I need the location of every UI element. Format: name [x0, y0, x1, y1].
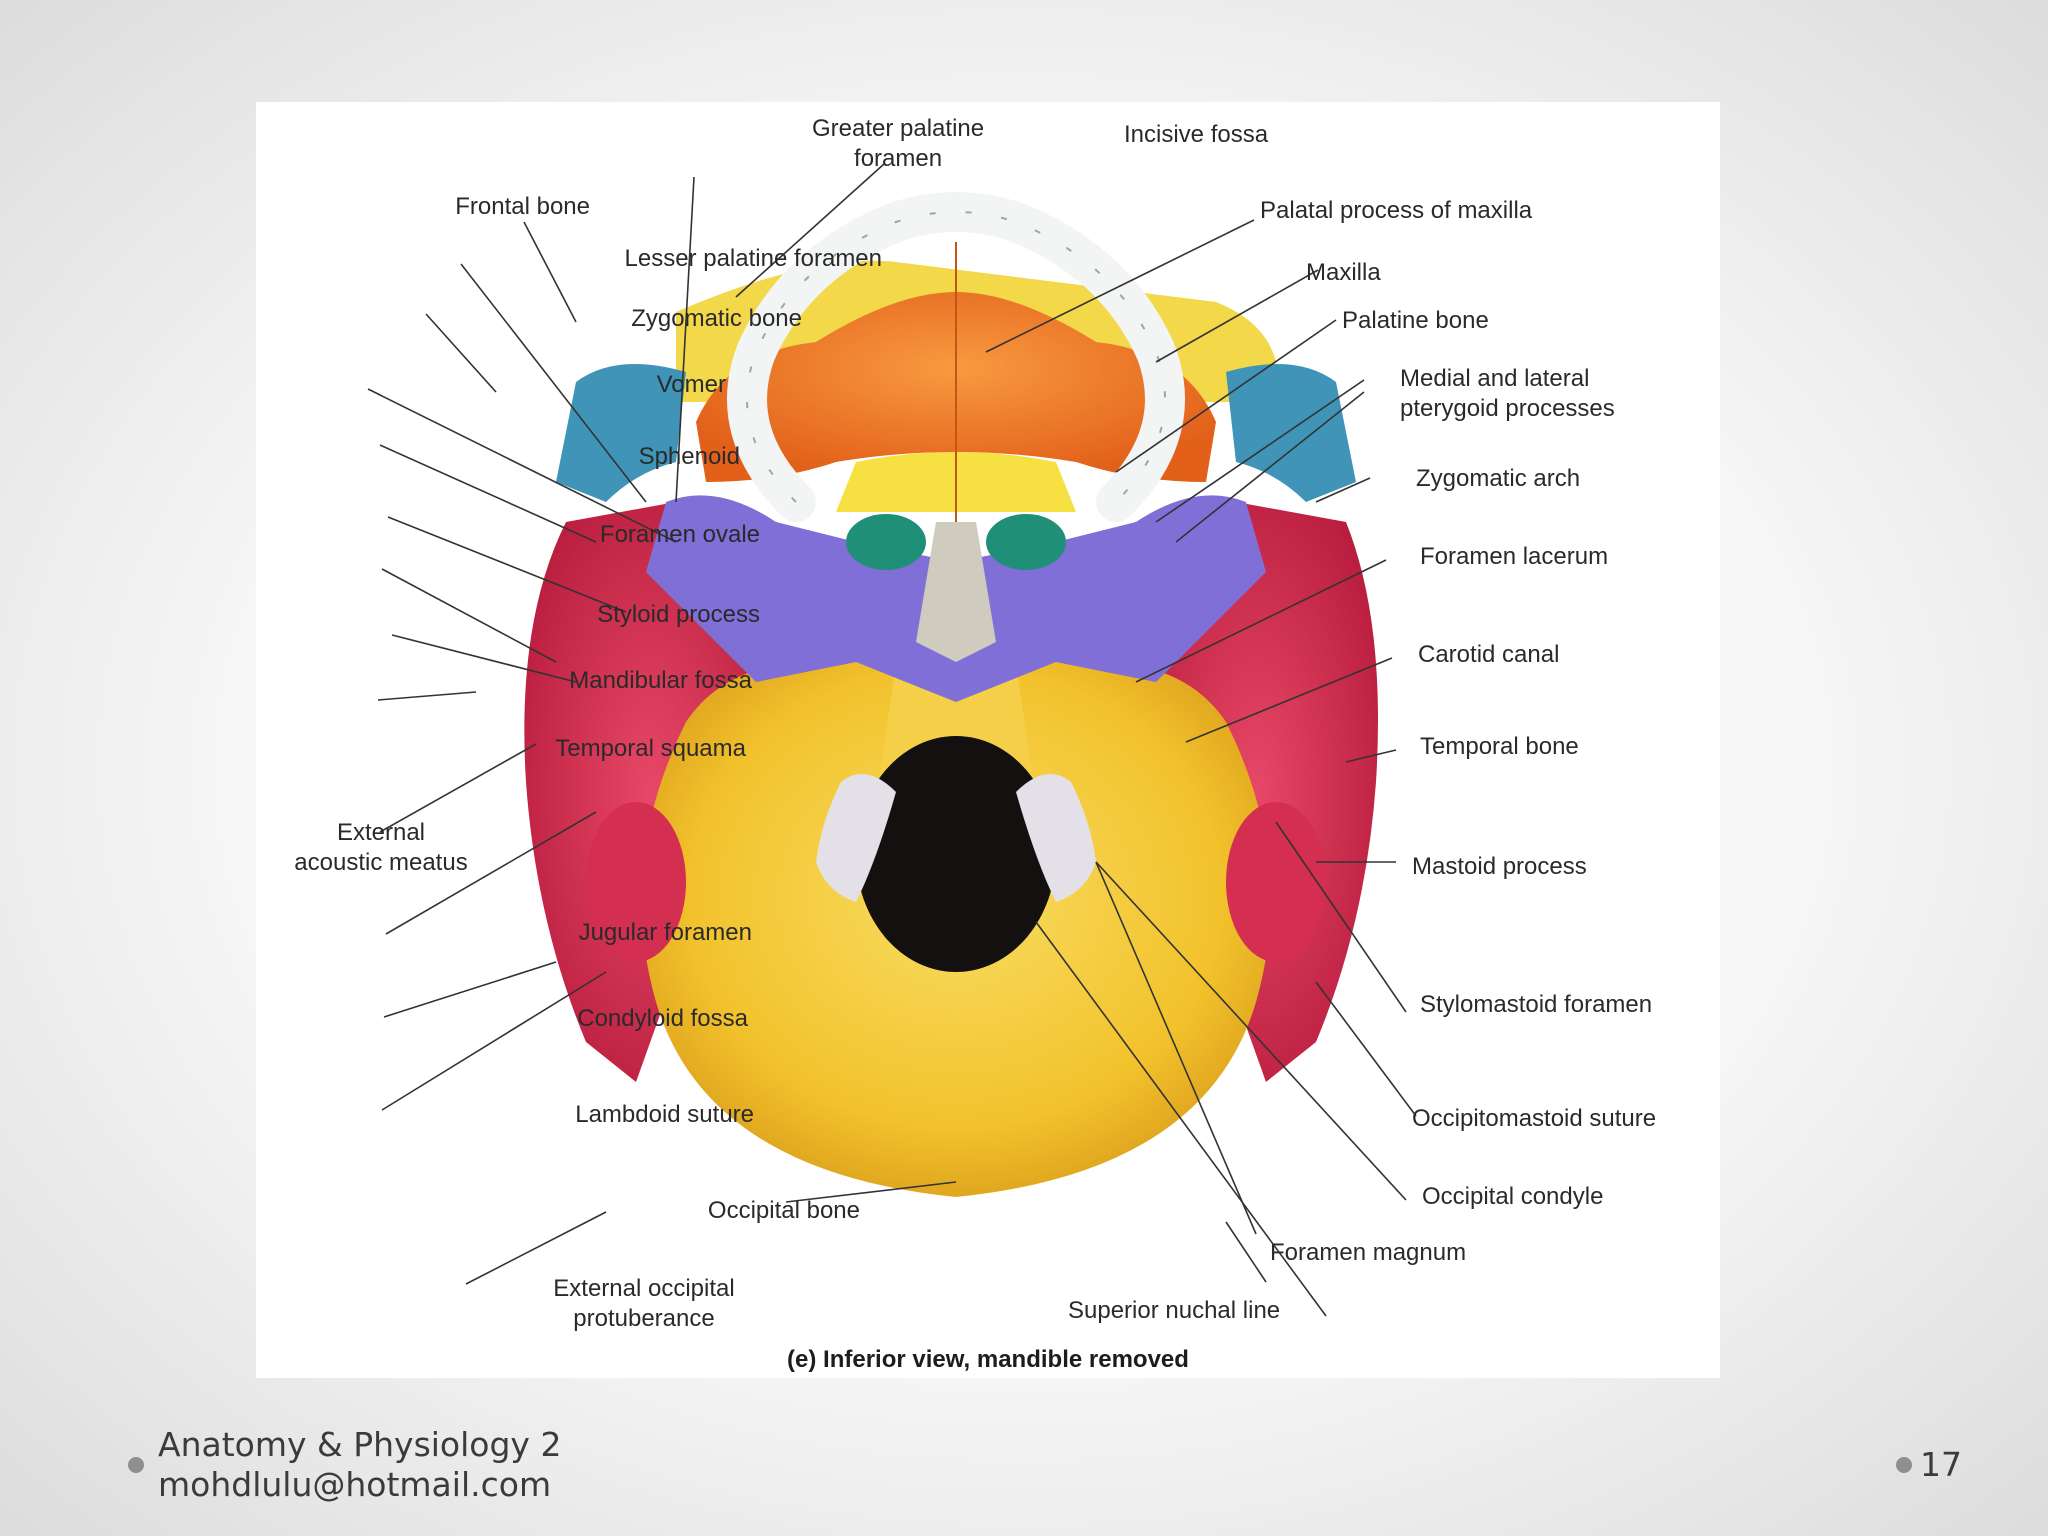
footer-course-title: Anatomy & Physiology 2: [158, 1425, 562, 1464]
label-medial-lateral-pterygoid-processes: Medial and lateral pterygoid processes: [1400, 365, 1615, 422]
label-styloid-process: Styloid process: [597, 601, 760, 628]
dental-arch-outline: [746, 211, 1166, 503]
label-zygomatic-bone: Zygomatic bone: [631, 305, 802, 332]
label-zygomatic-arch: Zygomatic arch: [1416, 465, 1581, 492]
leader-lines: [367, 163, 1417, 1317]
label-jugular-foramen: Jugular foramen: [578, 919, 752, 946]
zygomatic-bone-left: [556, 364, 686, 502]
label-stylomastoid-foramen: Stylomastoid foramen: [1420, 991, 1653, 1018]
figure-caption: (e) Inferior view, mandible removed: [787, 1346, 1189, 1373]
footer-bullet-right: [1896, 1457, 1912, 1473]
choana-right: [986, 514, 1066, 570]
label-greater-palatine-foramen: Greater palatine foramen: [812, 115, 985, 172]
zygomatic-bone-right: [1226, 364, 1356, 502]
label-foramen-lacerum: Foramen lacerum: [1420, 543, 1609, 570]
temporal-bone-right: [1136, 502, 1378, 1082]
label-vomer: Vomer: [656, 371, 726, 398]
foramen-magnum-shape: [856, 736, 1056, 972]
mastoid-process-left: [586, 802, 686, 962]
label-external-occipital-protuberance: External occipital protuberance: [553, 1275, 735, 1332]
label-occipitomastoid-suture: Occipitomastoid suture: [1412, 1105, 1657, 1132]
slide-number: 17: [1920, 1445, 1962, 1484]
occipital-condyle-left: [816, 774, 896, 902]
label-occipital-bone: Occipital bone: [707, 1197, 860, 1224]
label-superior-nuchal-line: Superior nuchal line: [1068, 1297, 1281, 1324]
label-palatal-process-of-maxilla: Palatal process of maxilla: [1260, 197, 1533, 224]
footer-bullet-left: [128, 1457, 144, 1473]
label-lesser-palatine-foramen: Lesser palatine foramen: [624, 245, 882, 272]
label-lambdoid-suture: Lambdoid suture: [575, 1101, 754, 1128]
label-temporal-bone: Temporal bone: [1420, 733, 1579, 760]
label-incisive-fossa: Incisive fossa: [1124, 121, 1269, 148]
choana-left: [846, 514, 926, 570]
label-foramen-ovale: Foramen ovale: [599, 521, 760, 548]
label-palatine-bone: Palatine bone: [1342, 307, 1489, 334]
label-maxilla: Maxilla: [1306, 259, 1381, 286]
label-foramen-magnum: Foramen magnum: [1270, 1239, 1467, 1266]
vomer-shape: [916, 522, 996, 662]
label-mastoid-process: Mastoid process: [1412, 853, 1587, 880]
label-sphenoid: Sphenoid: [638, 443, 740, 470]
footer-email: mohdlulu@hotmail.com: [158, 1465, 552, 1504]
label-mandibular-fossa: Mandibular fossa: [569, 667, 752, 694]
label-external-acoustic-meatus: External acoustic meatus: [294, 819, 468, 876]
label-carotid-canal: Carotid canal: [1418, 641, 1560, 668]
label-temporal-squama: Temporal squama: [555, 735, 746, 762]
mastoid-process-right: [1226, 802, 1326, 962]
label-condyloid-fossa: Condyloid fossa: [577, 1005, 748, 1032]
skull-inferior-view-illustration: [367, 163, 1417, 1317]
label-frontal-bone: Frontal bone: [455, 193, 590, 220]
occipital-condyle-right: [1016, 774, 1096, 902]
temporal-bone-left: [524, 502, 776, 1082]
label-occipital-condyle: Occipital condyle: [1422, 1183, 1604, 1210]
figure-panel: Greater palatine foramen Incisive fossa …: [256, 102, 1720, 1378]
